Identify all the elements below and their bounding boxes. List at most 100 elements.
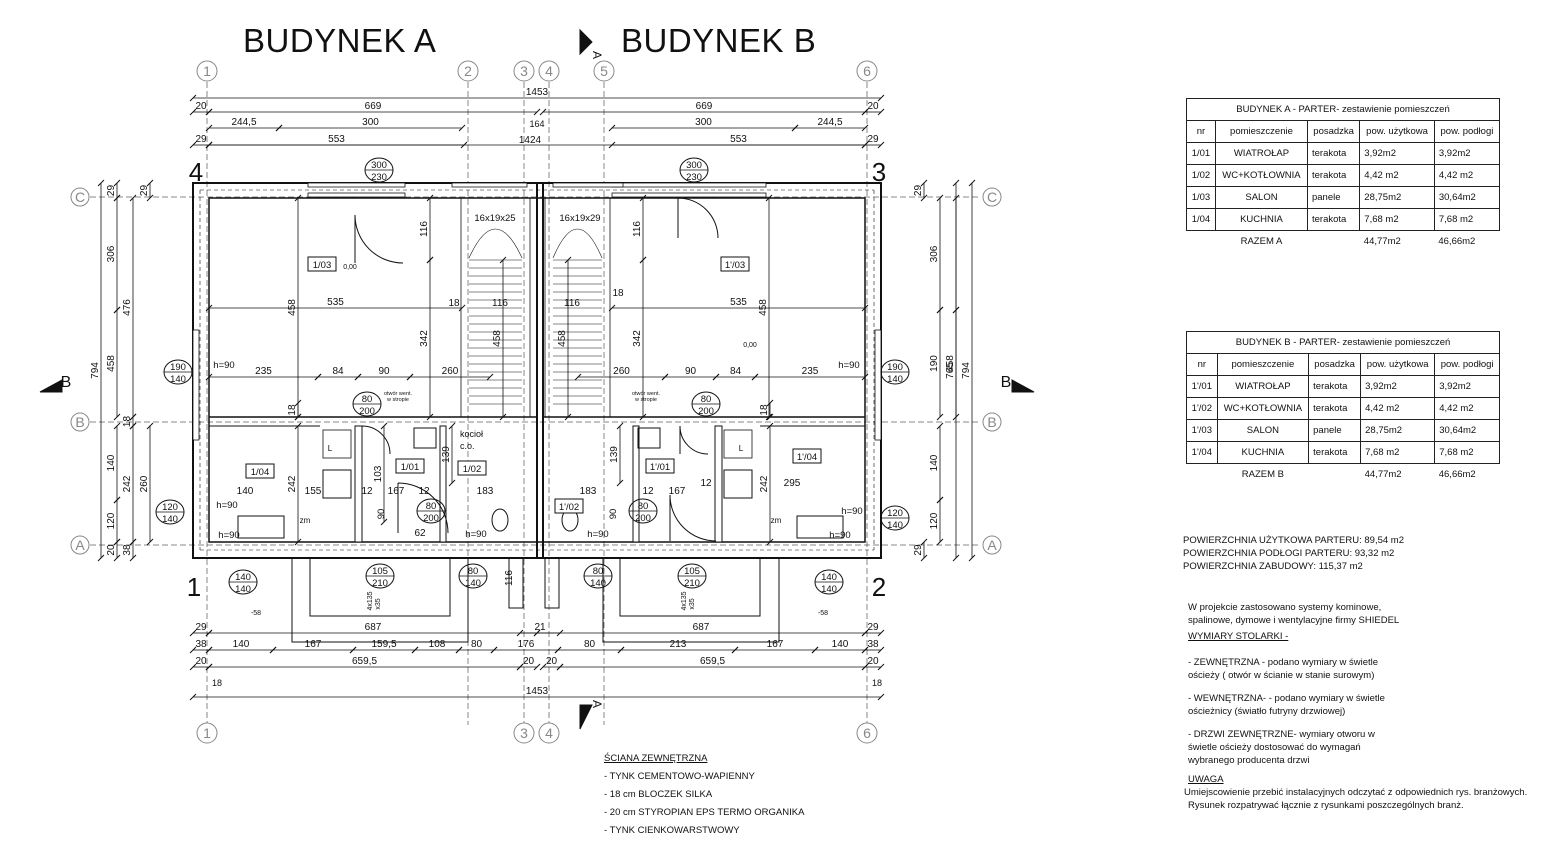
- table-cell: 1/04: [1186, 208, 1216, 231]
- dimension-tick: [920, 554, 928, 562]
- stair-winder: [468, 228, 523, 259]
- vent-note: w stropie: [634, 397, 657, 403]
- dimension-label: 29: [106, 185, 117, 197]
- dimension-label: 18: [287, 404, 298, 416]
- corner-number: 2: [872, 572, 886, 602]
- dimension-tick: [861, 663, 869, 671]
- dimension-label: 553: [328, 134, 345, 145]
- dimension-tick: [97, 179, 105, 187]
- opening-width: 190: [887, 362, 903, 373]
- axis-marker: [457, 60, 479, 82]
- room-number: 1'/03: [725, 260, 745, 271]
- table-cell: 1'/04: [1186, 441, 1218, 464]
- dimension-label: 342: [419, 330, 430, 347]
- dimension-tick: [639, 256, 647, 264]
- dimension-tick: [113, 496, 121, 504]
- opening-width: 80: [426, 501, 437, 512]
- note-systems-1: W projekcie zastosowano systemy kominowe…: [1188, 602, 1382, 613]
- dimension-tick: [968, 554, 976, 562]
- dimension-label: 38: [195, 639, 207, 650]
- level-mark: 0,00: [743, 342, 757, 349]
- wall-layer-3: - 20 cm STYROPIAN EPS TERMO ORGANIKA: [604, 807, 805, 818]
- opening-height: 230: [686, 172, 702, 183]
- dimension-label: 38: [122, 544, 133, 556]
- dimension-label: 139: [609, 446, 620, 463]
- dimension-tick: [765, 194, 773, 202]
- axis-marker: [856, 722, 878, 744]
- dimension-tick: [205, 663, 213, 671]
- dimension-tick: [129, 554, 137, 562]
- room-table-b: BUDYNEK B - PARTER- zestawienie pomieszc…: [1186, 331, 1500, 485]
- dimension-tick: [294, 399, 302, 407]
- axis-marker: [196, 722, 218, 744]
- dimension-label: 659,5: [352, 656, 377, 667]
- table-sum-cell: [1309, 464, 1361, 486]
- dimension-label: 458: [287, 299, 298, 316]
- axis-label: 4: [545, 63, 553, 79]
- dimension-tick: [354, 373, 362, 381]
- table-sum-cell: [1187, 231, 1216, 253]
- axis-label: C: [987, 189, 997, 205]
- chimney: [508, 557, 524, 609]
- dimension-label: 116: [632, 221, 643, 237]
- opening-height: 140: [887, 520, 903, 531]
- section-arrow: [579, 28, 593, 56]
- dimension-tick: [617, 646, 625, 654]
- opening-width: 190: [170, 362, 186, 373]
- dimension-label: 235: [255, 366, 272, 377]
- dimension-label: 20: [546, 656, 558, 667]
- dimension-tick: [608, 304, 616, 312]
- dimension-label: 12: [642, 486, 654, 497]
- dimension-tick: [920, 538, 928, 546]
- stair-outline: [460, 197, 531, 418]
- dimension-label: 116: [564, 298, 580, 309]
- table-cell: 3,92m2: [1360, 375, 1436, 398]
- dimension-tick: [936, 194, 944, 202]
- table-cell: terakota: [1306, 142, 1361, 165]
- dimension-tick: [380, 518, 388, 526]
- inner-partition: [354, 425, 363, 543]
- dimension-tick: [936, 422, 944, 430]
- opening-width: 300: [371, 160, 387, 171]
- dimension-tick: [533, 108, 541, 116]
- opening-height: 200: [359, 406, 375, 417]
- dimension-label: 1424: [519, 135, 542, 146]
- dimension-label: 213: [670, 639, 687, 650]
- dimension-tick: [499, 256, 507, 264]
- table-cell: 3,92m2: [1359, 142, 1435, 165]
- dimension-tick: [608, 124, 616, 132]
- dimension-tick: [97, 554, 105, 562]
- door-width: 90: [608, 509, 619, 520]
- table-cell: 7,68 m2: [1434, 441, 1500, 464]
- dimension-tick: [539, 108, 547, 116]
- window: [611, 182, 767, 188]
- room-label-box: [720, 256, 750, 272]
- dimension-tick: [861, 373, 869, 381]
- notes-block: W projekcie zastosowano systemy kominowe…: [1184, 601, 1527, 812]
- dimension-label: 687: [693, 622, 710, 633]
- dimension-tick: [936, 538, 944, 546]
- table-sum-cell: RAZEM A: [1240, 236, 1283, 247]
- table-sum-cell: 46,66m2: [1438, 469, 1476, 480]
- dimension-tick: [113, 422, 121, 430]
- dimension-tick: [189, 108, 197, 116]
- dimension-label: 458: [945, 355, 956, 372]
- note-ext-1: - ZEWNĘTRZNA - podano wymiary w świetle: [1188, 657, 1379, 668]
- dimension-label: 1453: [526, 686, 549, 697]
- sill-height: h=90: [838, 360, 859, 371]
- dimension-label: 260: [442, 366, 459, 377]
- dimension-tick: [765, 413, 773, 421]
- room-label-box: [792, 448, 822, 464]
- dimension-label: 244,5: [231, 117, 256, 128]
- table-cell: terakota: [1308, 375, 1362, 398]
- table-cell: WC+KOTŁOWNIA: [1214, 164, 1308, 187]
- dimension-label: 18: [212, 678, 222, 688]
- dimension-label: 80: [584, 639, 596, 650]
- table-cell: 1/02: [1186, 164, 1216, 187]
- axis-marker: [593, 60, 615, 82]
- title-building-a: BUDYNEK A: [243, 22, 437, 59]
- table-cell: SALON: [1214, 186, 1308, 209]
- dimension-label: 260: [139, 475, 150, 492]
- door-swing: [354, 214, 404, 264]
